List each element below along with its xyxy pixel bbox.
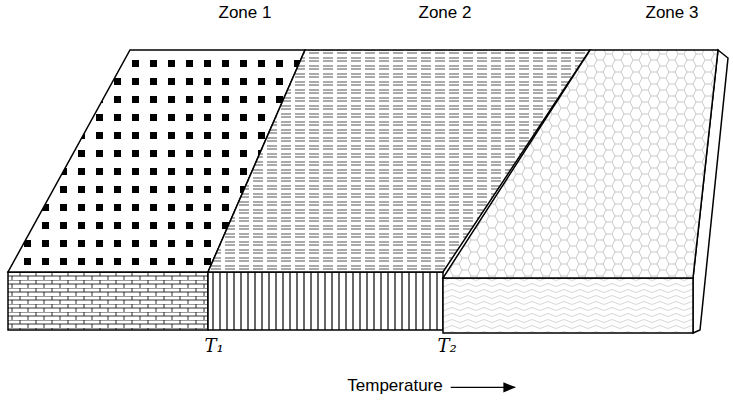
zone-label: Zone 1 — [219, 4, 272, 23]
front-face-zone2 — [208, 272, 443, 330]
axis-label: Temperature — [347, 377, 442, 396]
zone-label: Zone 3 — [646, 4, 699, 23]
temperature-symbol: T₂ — [437, 336, 456, 356]
top-face-zone3 — [443, 50, 718, 278]
front-face-zone1 — [8, 272, 208, 330]
front-face-zone3 — [443, 278, 693, 333]
temperature-symbol: T₁ — [204, 336, 223, 356]
zone-label: Zone 2 — [419, 4, 472, 23]
temperature-arrow — [451, 387, 515, 388]
